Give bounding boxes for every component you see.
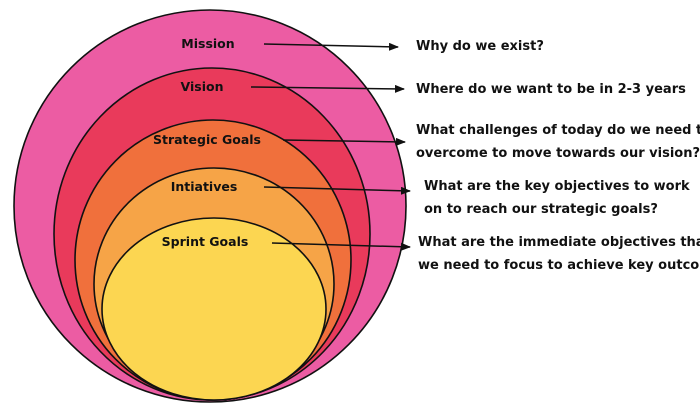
question-sprint-goals-line-2: we need to focus to achieve key outcomes… (418, 258, 700, 273)
questions: Why do we exist? Where do we want to be … (416, 39, 700, 273)
question-initiatives-line-1: What are the key objectives to work (424, 179, 690, 194)
arrow-strategic-goals (282, 137, 406, 146)
arrow-sprint-goals (271, 242, 411, 251)
question-strategic-goals-line-2: overcome to move towards our vision? (416, 146, 700, 161)
label-mission: Mission (181, 36, 234, 51)
question-mission: Why do we exist? (416, 39, 544, 54)
rings-group (13, 9, 407, 403)
arrows (250, 42, 411, 251)
question-initiatives-line-2: on to reach our strategic goals? (424, 202, 658, 217)
label-vision: Vision (181, 79, 224, 94)
arrow-vision (250, 84, 405, 93)
question-sprint-goals-line-1: What are the immediate objectives that (418, 235, 700, 250)
label-initiatives: Intiatives (171, 179, 238, 194)
question-strategic-goals-line-1: What challenges of today do we need to (416, 123, 700, 138)
ring-sprint-goals (101, 217, 327, 401)
label-strategic-goals: Strategic Goals (153, 132, 261, 147)
layer-labels: Mission Vision Strategic Goals Intiative… (153, 36, 261, 249)
arrow-initiatives (263, 186, 411, 195)
question-vision: Where do we want to be in 2-3 years (416, 82, 686, 97)
arrow-mission (263, 42, 399, 51)
label-sprint-goals: Sprint Goals (162, 234, 249, 249)
